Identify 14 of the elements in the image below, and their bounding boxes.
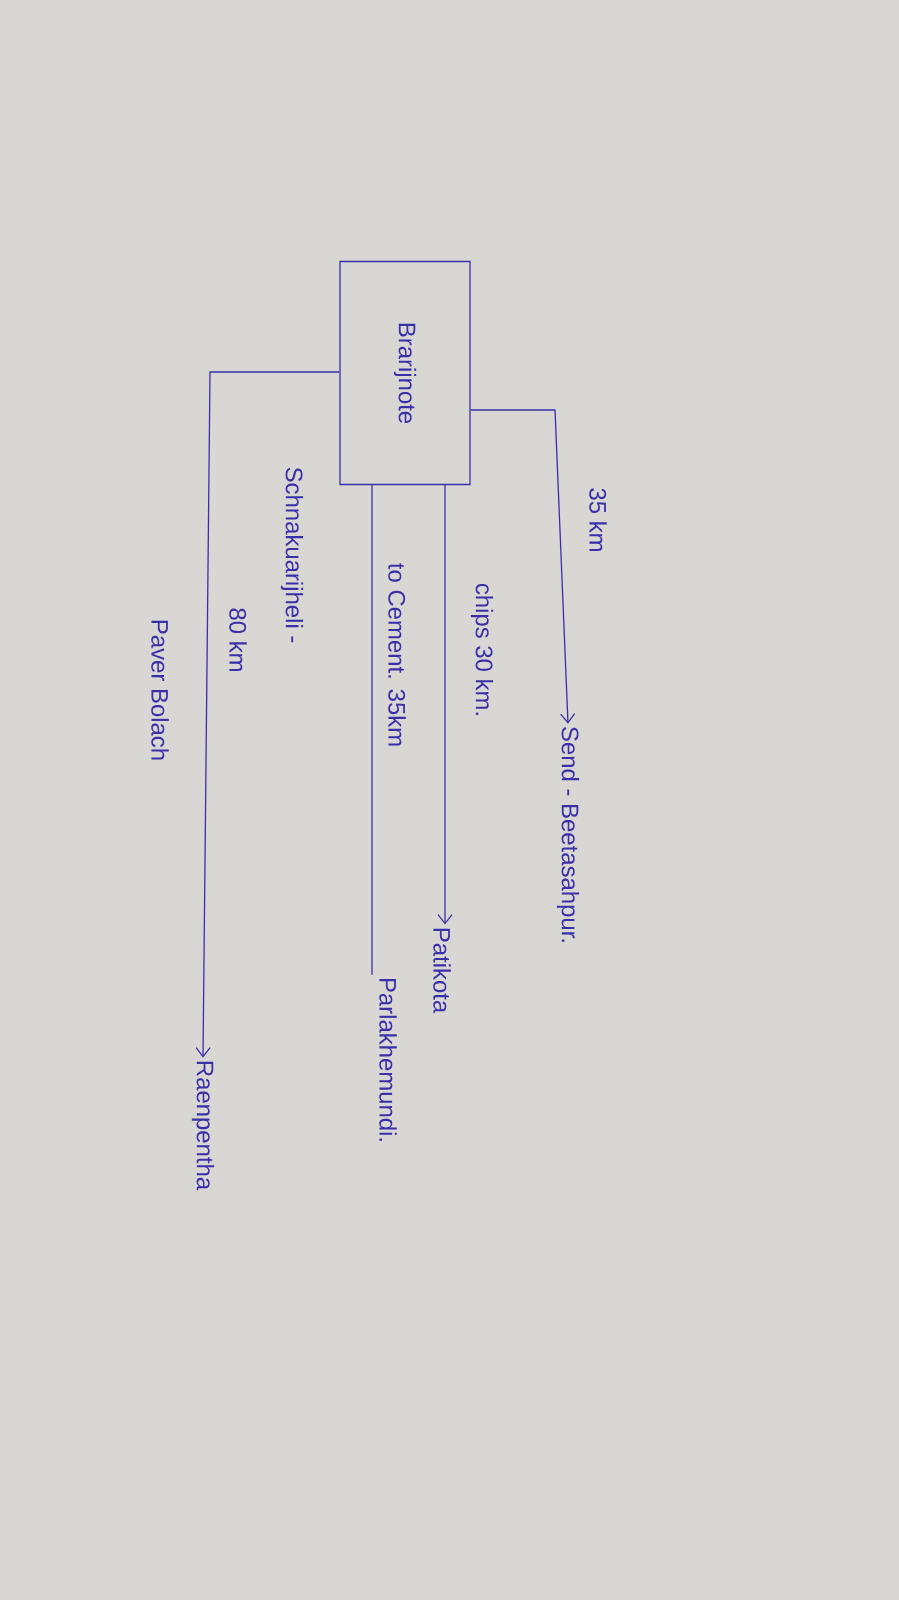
place-name: Send - Beetasahpur.	[556, 727, 580, 942]
edge-label: to Cement. 35km	[386, 560, 408, 750]
place-box: Brarijnote	[339, 260, 471, 486]
arrow	[470, 409, 576, 724]
edge-label: chips 30 km.	[468, 580, 496, 720]
edge-label: 35 km	[587, 485, 609, 555]
edge-label: 80 km	[227, 605, 249, 675]
arrow	[195, 371, 340, 1058]
place-name: Patikota	[433, 928, 451, 1014]
note-text: Schnakuarijheli -	[280, 467, 304, 643]
place-name: Parlakhemundi.	[379, 978, 397, 1141]
arrow	[437, 484, 453, 925]
place-name: Raenpentha	[191, 1061, 215, 1191]
note-text: Paver Bolach	[151, 620, 169, 760]
